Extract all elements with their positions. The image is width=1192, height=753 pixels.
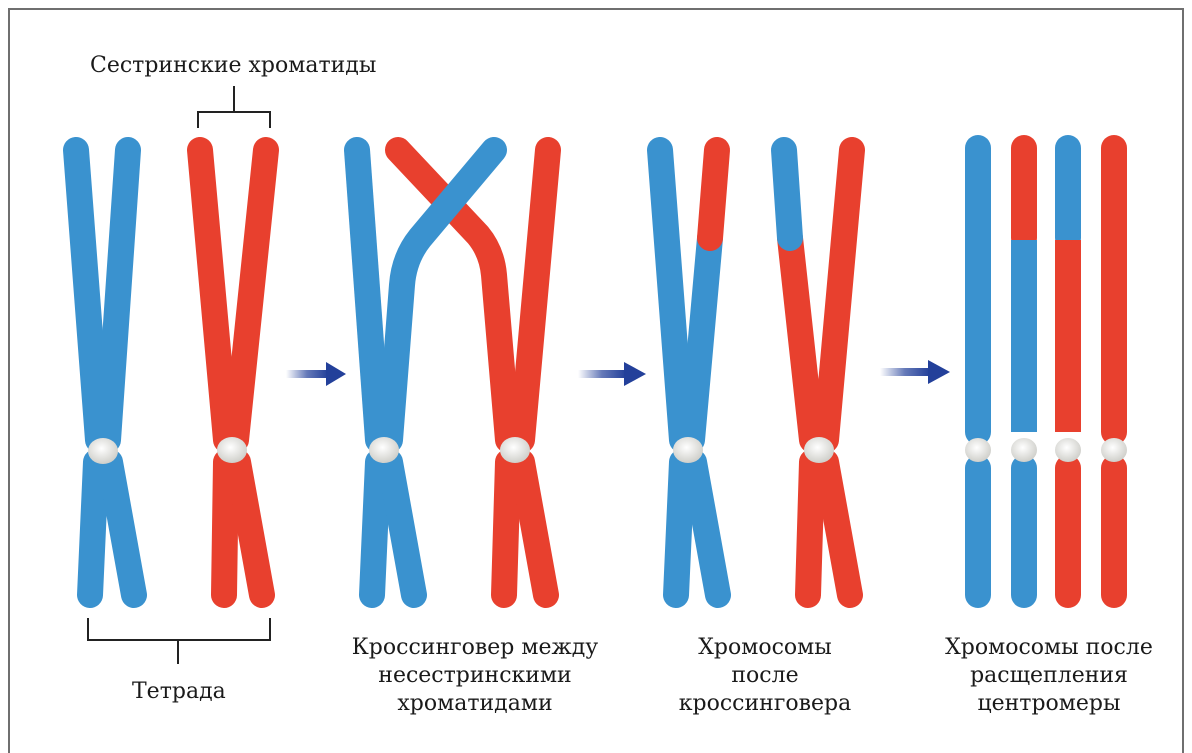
chromatid-recombinant-blue-part	[784, 150, 790, 238]
centromere	[673, 437, 703, 463]
arrow-2	[578, 362, 646, 386]
tetrad-label: Тетрада	[132, 678, 226, 706]
centromere	[1055, 438, 1081, 462]
centromere	[217, 437, 247, 463]
arrow-1	[286, 362, 346, 386]
chromatid-red-2-upper	[236, 150, 266, 440]
chromatid-blue-1-lower	[372, 462, 378, 595]
chromatid-red-1-lower	[808, 462, 812, 595]
tetrad-bracket	[88, 618, 270, 664]
centromere	[369, 437, 399, 463]
chromatid-red-1-lower	[224, 462, 226, 595]
chromatid-blue-1-upper	[357, 150, 378, 440]
chromatid-recombinant-blue-part	[692, 238, 710, 440]
chromatid-blue-1-lower	[90, 462, 96, 595]
chromatid-red-2-lower	[522, 462, 546, 595]
centromere	[804, 437, 834, 463]
chromatid-red-2-lower	[238, 462, 262, 595]
crossover-label-line-1: Кроссинговер между	[330, 634, 620, 662]
after-split-label-line-3: центромеры	[926, 690, 1172, 718]
chromatid-red-2-upper	[522, 150, 548, 440]
chromatid-blue-2-lower	[694, 462, 718, 595]
chromatid-red-1-lower	[504, 462, 508, 595]
chromatid-blue-crossing	[390, 150, 494, 440]
chromatid-red-1-upper	[200, 150, 226, 440]
chromatid-blue-2-lower	[390, 462, 414, 595]
after-crossover-label-line-1: Хромосомы	[660, 634, 870, 662]
after-split-label-line-2: расщепления	[926, 662, 1172, 690]
chromatid-red-2-lower	[826, 462, 850, 595]
chromatid-blue-1-upper	[76, 150, 98, 440]
chromatid-blue-upper	[660, 150, 682, 440]
after-split-group	[965, 148, 1127, 595]
crossover-group	[357, 150, 548, 595]
after-split-label: Хромосомы после расщепления центромеры	[926, 634, 1172, 718]
chromatid-blue-2-upper	[108, 150, 128, 440]
after-crossover-label-line-3: кроссинговера	[660, 690, 870, 718]
crossover-label-line-3: хроматидами	[330, 690, 620, 718]
after-crossover-group	[660, 150, 852, 595]
centromere	[1101, 438, 1127, 462]
crossover-label: Кроссинговер между несестринскими хромат…	[330, 634, 620, 718]
crossover-label-line-2: несестринскими	[330, 662, 620, 690]
centromere	[1011, 438, 1037, 462]
chromatid-recombinant-red-part	[710, 150, 717, 238]
chromatid-red-upper	[826, 150, 852, 440]
centromere	[965, 438, 991, 462]
chromatid-recombinant-red-part	[790, 238, 812, 440]
after-split-label-line-1: Хромосомы после	[926, 634, 1172, 662]
centromere	[88, 438, 118, 464]
after-crossover-label: Хромосомы после кроссинговера	[660, 634, 870, 718]
tetrad-group	[76, 86, 270, 664]
arrow-3	[880, 360, 950, 384]
chromatid-blue-2-lower	[110, 462, 134, 595]
sister-chromatids-label: Сестринские хроматиды	[90, 52, 376, 80]
centromere	[500, 437, 530, 463]
sister-chromatids-bracket	[198, 86, 270, 128]
after-crossover-label-line-2: после	[660, 662, 870, 690]
chromatid-blue-1-lower	[676, 462, 682, 595]
